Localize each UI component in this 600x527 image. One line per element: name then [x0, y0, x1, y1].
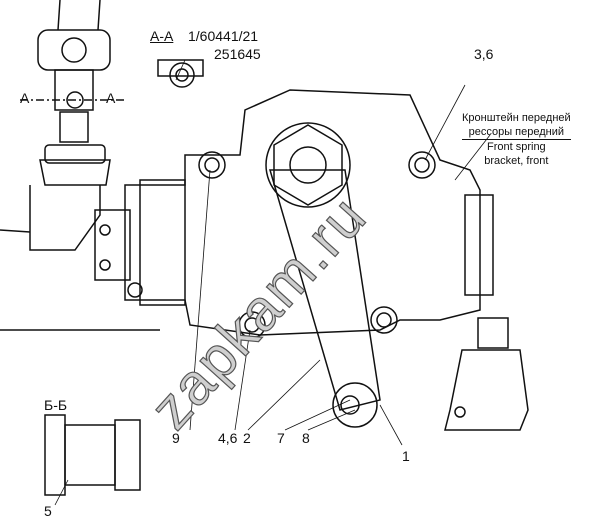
bracket-label-ru-2: рессоры передний	[462, 125, 571, 140]
pitman-arm	[269, 169, 381, 411]
universal-joint	[29, 0, 111, 251]
bracket-label-en-1: Front spring	[486, 141, 546, 153]
section-bb-view	[44, 414, 141, 496]
section-mark-a-right: А	[106, 90, 116, 106]
callout-5: 5	[44, 503, 52, 519]
bracket-label: Кронштейн передней рессоры передний Fron…	[462, 111, 571, 168]
bracket-label-en-2: bracket, front	[484, 155, 549, 167]
section-mark-a-left: А	[20, 90, 30, 106]
callout-8: 8	[302, 430, 310, 446]
callout-7: 7	[277, 430, 285, 446]
callout-4-6: 4,6	[218, 430, 238, 446]
bracket-label-ru-1: Кронштейн передней	[462, 112, 571, 124]
tie-rod-end	[444, 317, 529, 431]
ball-joint	[332, 382, 378, 428]
frame-rail	[0, 229, 160, 331]
part-number: 1/60441/21	[188, 28, 259, 44]
part-number-2: 251645	[214, 46, 261, 62]
callout-2: 2	[243, 430, 251, 446]
leader-lines	[54, 59, 491, 506]
callout-1: 1	[402, 448, 410, 464]
section-aa-title: А-А	[150, 28, 174, 44]
section-bb-title: Б-Б	[44, 397, 68, 413]
callout-9: 9	[172, 430, 180, 446]
callout-3-6: 3,6	[474, 46, 494, 62]
steering-gear-housing	[94, 89, 494, 339]
section-aa-view	[157, 59, 204, 88]
